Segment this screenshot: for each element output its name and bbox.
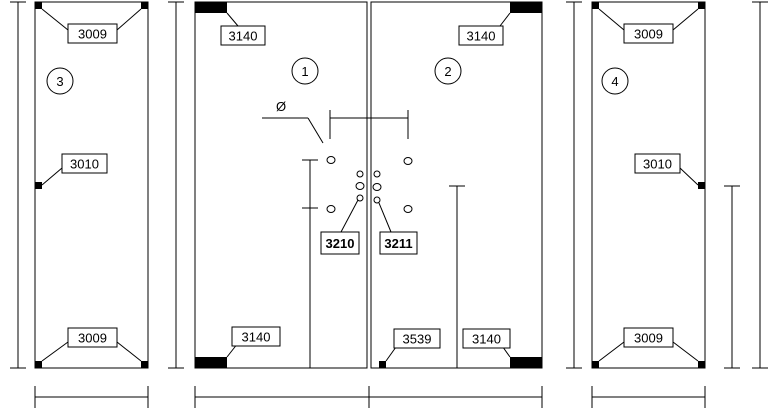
bottom-pivot-fitting	[195, 357, 227, 368]
patch-fitting-top-right	[141, 2, 148, 9]
panel-number-circle	[291, 57, 319, 85]
floor-lock	[379, 361, 386, 368]
panel-number-circle	[46, 67, 74, 95]
dimension-lines	[10, 1, 768, 408]
callout-3010: 3010	[643, 157, 672, 172]
panel-4: 3009 3010 3009 4	[591, 1, 706, 369]
panel-number: 2	[444, 64, 451, 79]
bottom-pivot-fitting	[510, 357, 542, 368]
callout-3539: 3539	[403, 332, 432, 347]
callout-3009-top: 3009	[78, 27, 107, 42]
callout-3010: 3010	[70, 157, 99, 172]
patch-fitting-bottom-right	[698, 361, 705, 368]
patch-fitting-bottom-left	[35, 361, 42, 368]
panel-1: 3140 3140 1	[194, 1, 368, 369]
hole	[403, 157, 413, 165]
callout-3210: 3210	[326, 236, 355, 251]
callout-3009-bottom: 3009	[634, 331, 663, 346]
hole	[356, 194, 364, 202]
panel-number: 4	[611, 74, 618, 89]
handle-hole-detail: Ø 3210 3211	[262, 99, 418, 255]
panel-number-circle	[601, 67, 629, 95]
patch-fitting-mid	[35, 182, 42, 189]
hole	[356, 170, 364, 178]
hole	[403, 205, 413, 213]
patch-fitting-top-left	[592, 2, 599, 9]
hole	[372, 183, 382, 191]
panel-number-circle	[434, 57, 462, 85]
hole	[373, 196, 381, 204]
patch-fitting-bottom-right	[141, 361, 148, 368]
panel-3: 3009 3010 3009 3	[34, 1, 149, 369]
callout-3211: 3211	[384, 236, 412, 251]
top-pivot-fitting	[510, 2, 542, 13]
panel-number: 3	[56, 74, 63, 89]
patch-fitting-top-right	[698, 2, 705, 9]
patch-fitting-top-left	[35, 2, 42, 9]
callout-3140-top: 3140	[467, 29, 496, 44]
hole	[326, 205, 336, 213]
panel-number: 1	[301, 64, 308, 79]
hole	[355, 182, 365, 190]
callout-3140-bottom: 3140	[242, 330, 271, 345]
top-pivot-fitting	[195, 2, 227, 13]
patch-fitting-mid	[698, 182, 705, 189]
hole	[326, 156, 336, 164]
diameter-symbol: Ø	[276, 99, 286, 114]
hole	[373, 170, 381, 178]
callout-3009-top: 3009	[634, 27, 663, 42]
callout-3140-top: 3140	[229, 29, 258, 44]
callout-3140-bottom: 3140	[472, 332, 501, 347]
callout-3009-bottom: 3009	[78, 331, 107, 346]
panel-2: 3140 3539 3140 2	[370, 1, 543, 369]
patch-fitting-bottom-left	[592, 361, 599, 368]
